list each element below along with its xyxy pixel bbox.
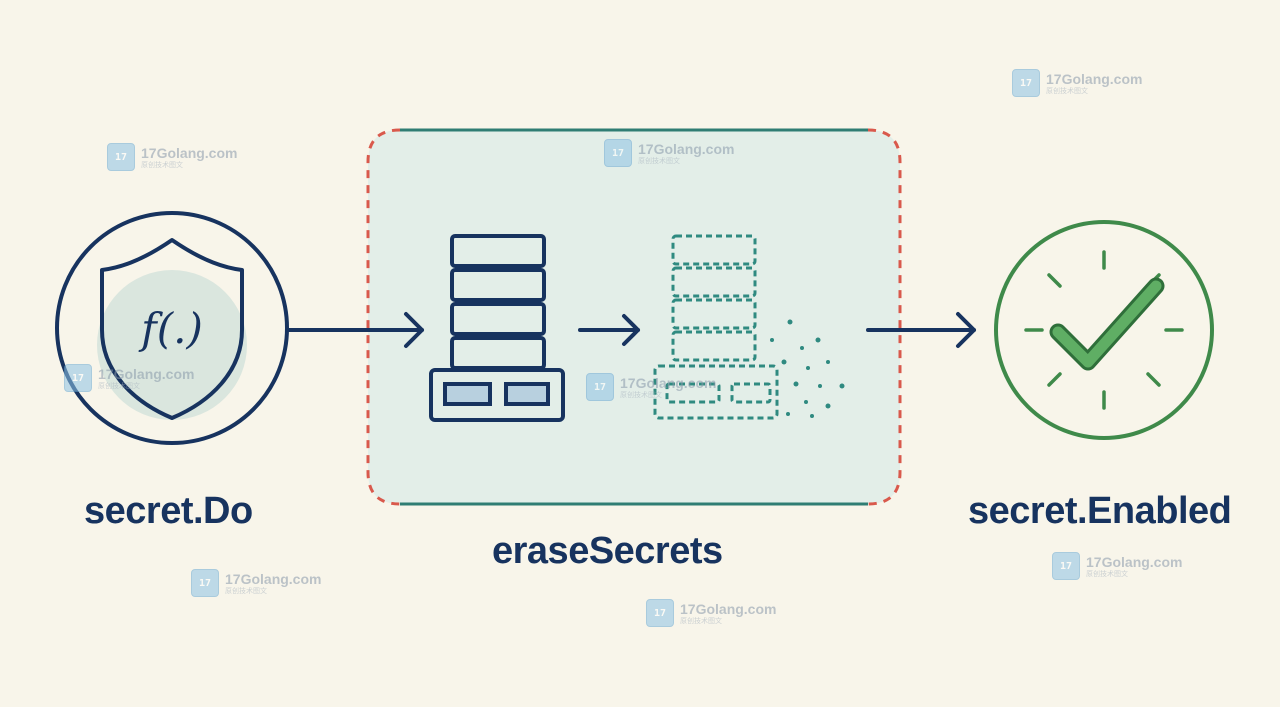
shield-function-icon: f(.): [55, 211, 289, 445]
arrow-right-icon: [578, 314, 640, 346]
arrow-right-icon: [866, 312, 976, 348]
left-node-glow: [97, 270, 247, 420]
shield-outline: [100, 238, 244, 420]
dissolving-server-icon: [653, 234, 845, 420]
erase-secrets-region: [366, 128, 902, 506]
function-symbol: f(.): [138, 304, 203, 353]
left-node-circle: [55, 211, 289, 445]
arrow-right-icon: [286, 312, 424, 348]
region-left-dashed-border: [366, 128, 401, 506]
right-node-circle: [994, 220, 1214, 440]
secret-do-label: secret.Do: [84, 490, 253, 532]
particles: [770, 319, 845, 418]
checkmark-icon: [994, 220, 1214, 440]
erase-secrets-label: eraseSecrets: [492, 530, 723, 572]
region-background: [368, 130, 900, 504]
server-stack-icon: [429, 234, 565, 422]
secret-enabled-label: secret.Enabled: [968, 490, 1232, 532]
region-right-dashed-border: [867, 128, 902, 506]
tick-marks: [1024, 250, 1184, 410]
